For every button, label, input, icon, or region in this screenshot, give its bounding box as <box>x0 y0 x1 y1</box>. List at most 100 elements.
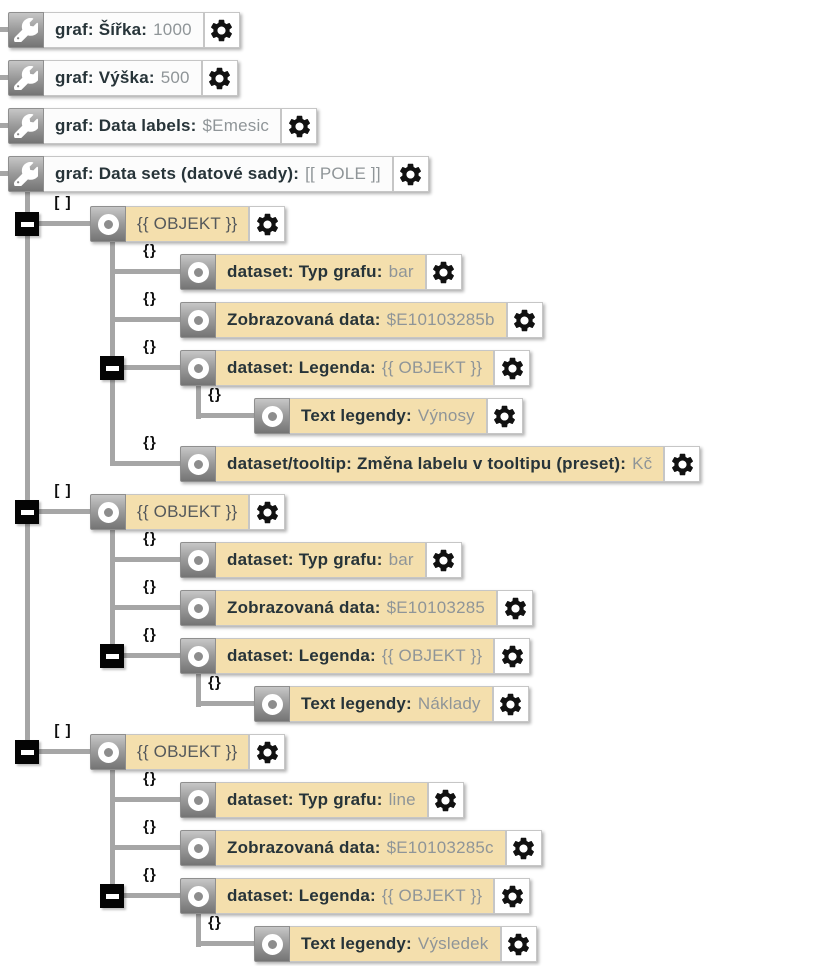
collapse-toggle[interactable] <box>100 356 124 380</box>
settings-button[interactable] <box>249 206 286 242</box>
settings-button[interactable] <box>500 926 537 962</box>
param-node-data-sets[interactable]: graf: Data sets (datové sady):[[ POLE ]] <box>8 156 429 192</box>
gear-icon <box>211 19 233 41</box>
tree-connector <box>0 27 12 32</box>
settings-button[interactable] <box>664 446 701 482</box>
circle-dot-icon <box>180 782 216 818</box>
tree-connector <box>110 317 180 322</box>
circle-dot-icon <box>180 302 216 338</box>
settings-button[interactable] <box>203 12 240 48</box>
dataset-tooltip-node[interactable]: dataset/tooltip: Změna labelu v tooltipu… <box>180 446 701 482</box>
node-body: Zobrazovaná data: $E10103285 <box>216 590 498 626</box>
gear-icon <box>514 309 536 331</box>
node-body: dataset: Legenda:{{ OBJEKT }} <box>216 638 495 674</box>
node-label: Zobrazovaná data: <box>227 598 381 617</box>
settings-button[interactable] <box>425 542 462 578</box>
tree-connector <box>25 221 90 226</box>
gear-icon <box>433 549 455 571</box>
dataset-data-node[interactable]: Zobrazovaná data:$E10103285b <box>180 302 543 338</box>
node-value: $E10103285b <box>386 310 495 329</box>
wrench-icon <box>8 156 44 192</box>
gear-icon <box>256 741 278 763</box>
param-node-data-labels[interactable]: graf: Data labels:$Emesic <box>8 108 318 144</box>
object-marker: {} <box>208 674 222 691</box>
dataset-type-node[interactable]: dataset: Typ grafu:bar <box>180 542 462 578</box>
node-value: {{ OBJEKT }} <box>137 742 238 761</box>
node-label: graf: Výška: <box>55 68 155 87</box>
settings-button[interactable] <box>494 350 531 386</box>
circle-dot-icon <box>180 878 216 914</box>
node-label: Text legendy: <box>301 934 412 953</box>
array-marker: [ ] <box>54 722 72 739</box>
tree-connector <box>110 653 180 658</box>
legend-text-node[interactable]: Text legendy:Výsledek <box>254 926 537 962</box>
dataset-data-node[interactable]: Zobrazovaná data: $E10103285 <box>180 590 534 626</box>
settings-button[interactable] <box>497 590 534 626</box>
node-body: {{ OBJEKT }} <box>126 494 250 530</box>
collapse-toggle[interactable] <box>15 740 39 764</box>
node-value: {{ OBJEKT }} <box>381 646 483 665</box>
gear-icon <box>500 693 522 715</box>
minus-icon <box>20 221 34 227</box>
minus-icon <box>20 509 34 515</box>
node-value: {{ OBJEKT }} <box>137 214 238 233</box>
param-node-height[interactable]: graf: Výška: 500 <box>8 60 238 96</box>
node-body: {{ OBJEKT }} <box>126 206 250 242</box>
dataset-object-node[interactable]: {{ OBJEKT }} <box>90 494 286 530</box>
settings-button[interactable] <box>494 878 531 914</box>
dataset-legend-node[interactable]: dataset: Legenda:{{ OBJEKT }} <box>180 878 531 914</box>
settings-button[interactable] <box>281 108 318 144</box>
circle-dot-icon <box>180 590 216 626</box>
dataset-legend-node[interactable]: dataset: Legenda:{{ OBJEKT }} <box>180 638 531 674</box>
gear-icon <box>501 885 523 907</box>
collapse-toggle[interactable] <box>100 644 124 668</box>
node-label: dataset/tooltip: Změna labelu v tooltipu… <box>227 454 627 473</box>
node-label: graf: Data labels: <box>55 116 197 135</box>
node-label: dataset: Typ grafu: <box>227 262 383 281</box>
object-marker: {} <box>143 626 157 643</box>
legend-text-node[interactable]: Text legendy:Náklady <box>254 686 529 722</box>
dataset-type-node[interactable]: dataset: Typ grafu:bar <box>180 254 462 290</box>
node-value: bar <box>388 550 414 569</box>
settings-button[interactable] <box>506 302 543 338</box>
node-label: graf: Šířka: <box>55 20 148 39</box>
circle-dot-icon <box>254 686 290 722</box>
tree-connector <box>196 674 201 707</box>
wrench-icon <box>8 60 44 96</box>
dataset-object-node[interactable]: {{ OBJEKT }} <box>90 734 286 770</box>
array-marker: [ ] <box>54 482 72 499</box>
node-body: dataset: Legenda:{{ OBJEKT }} <box>216 878 495 914</box>
node-value: [[ POLE ]] <box>305 164 381 183</box>
settings-button[interactable] <box>425 254 462 290</box>
settings-button[interactable] <box>486 398 523 434</box>
settings-button[interactable] <box>201 60 238 96</box>
dataset-data-node[interactable]: Zobrazovaná data:$E10103285c <box>180 830 542 866</box>
settings-button[interactable] <box>505 830 542 866</box>
legend-text-node[interactable]: Text legendy:Výnosy <box>254 398 523 434</box>
tree-connector <box>110 461 180 466</box>
dataset-type-node[interactable]: dataset: Typ grafu:line <box>180 782 464 818</box>
tree-connector <box>196 386 201 419</box>
settings-button[interactable] <box>494 638 531 674</box>
param-node-width[interactable]: graf: Šířka:1000 <box>8 12 240 48</box>
dataset-object-node[interactable]: {{ OBJEKT }} <box>90 206 286 242</box>
node-value: $E10103285 <box>386 598 486 617</box>
collapse-toggle[interactable] <box>15 500 39 524</box>
circle-dot-icon <box>180 350 216 386</box>
circle-dot-icon <box>180 638 216 674</box>
settings-button[interactable] <box>249 734 286 770</box>
collapse-toggle[interactable] <box>15 212 39 236</box>
node-value: line <box>388 790 416 809</box>
node-body: graf: Šířka:1000 <box>44 12 204 48</box>
node-body: dataset: Typ grafu:bar <box>216 254 426 290</box>
wrench-icon <box>8 12 44 48</box>
object-marker: {} <box>143 578 157 595</box>
collapse-toggle[interactable] <box>100 884 124 908</box>
node-value: 500 <box>160 68 190 87</box>
settings-button[interactable] <box>392 156 429 192</box>
node-value: Kč <box>632 454 653 473</box>
settings-button[interactable] <box>249 494 286 530</box>
settings-button[interactable] <box>427 782 464 818</box>
dataset-legend-node[interactable]: dataset: Legenda:{{ OBJEKT }} <box>180 350 531 386</box>
settings-button[interactable] <box>492 686 529 722</box>
